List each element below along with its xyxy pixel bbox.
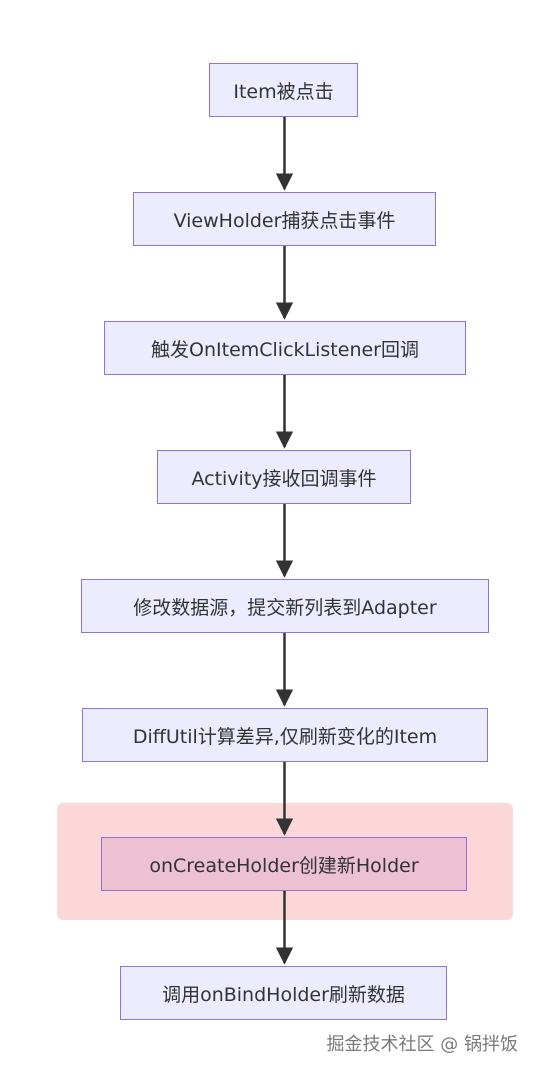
node-label: Item被点击 (233, 80, 334, 103)
node-onbind-holder: 调用onBindHolder刷新数据 (120, 966, 447, 1020)
node-label: 触发OnItemClickListener回调 (151, 338, 419, 361)
node-viewholder-capture: ViewHolder捕获点击事件 (133, 192, 436, 246)
node-diffutil: DiffUtil计算差异,仅刷新变化的Item (82, 708, 488, 762)
node-trigger-listener: 触发OnItemClickListener回调 (104, 321, 466, 375)
node-label: onCreateHolder创建新Holder (149, 854, 419, 877)
node-label: 修改数据源，提交新列表到Adapter (133, 596, 437, 619)
node-label: ViewHolder捕获点击事件 (173, 209, 396, 232)
node-oncreate-holder: onCreateHolder创建新Holder (101, 837, 467, 891)
node-label: 调用onBindHolder刷新数据 (162, 983, 405, 1006)
node-label: DiffUtil计算差异,仅刷新变化的Item (132, 725, 438, 748)
node-item-clicked: Item被点击 (209, 63, 358, 117)
node-label: Activity接收回调事件 (191, 467, 377, 490)
watermark: 掘金技术社区 @ 锅拌饭 (326, 1034, 518, 1055)
node-activity-receive: Activity接收回调事件 (157, 450, 411, 504)
node-modify-datasource: 修改数据源，提交新列表到Adapter (81, 579, 489, 633)
